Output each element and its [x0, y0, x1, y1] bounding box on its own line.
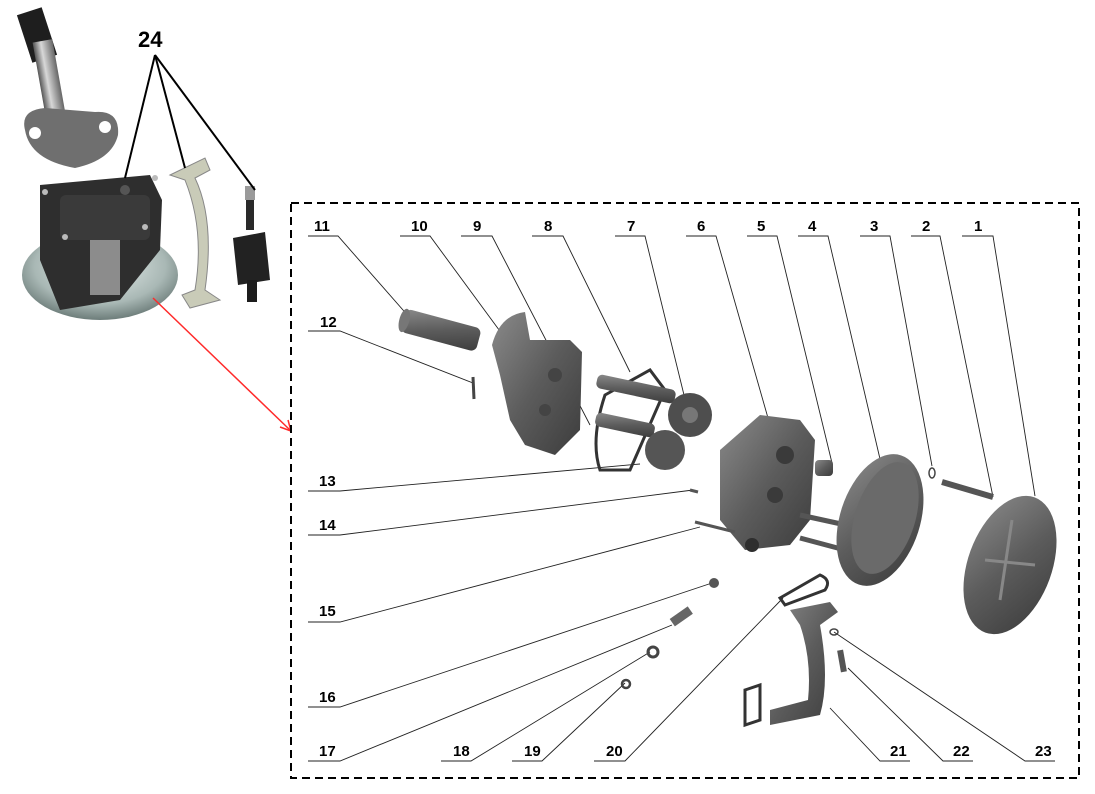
part-label-16: 16	[319, 689, 336, 706]
callout-24: 24	[138, 27, 163, 52]
part-label-8: 8	[544, 218, 553, 235]
red-pointer-arrow-icon	[152, 297, 293, 433]
part-label-2: 2	[922, 218, 931, 235]
part-label-22: 22	[953, 743, 970, 760]
part-label-11: 11	[314, 218, 330, 235]
part-label-5: 5	[757, 218, 766, 235]
diagram-frame	[290, 202, 1080, 779]
part-label-20: 20	[606, 743, 623, 760]
part-label-17: 17	[319, 743, 336, 760]
part-label-19: 19	[524, 743, 541, 760]
part-label-15: 15	[319, 603, 336, 620]
product-photo	[16, 7, 270, 320]
leader-lines	[308, 235, 1055, 762]
part-label-10: 10	[411, 218, 428, 235]
part-label-3: 3	[870, 218, 879, 235]
part-label-14: 14	[319, 517, 336, 534]
part-label-9: 9	[473, 218, 482, 235]
part-label-23: 23	[1035, 743, 1052, 760]
part-label-21: 21	[890, 743, 907, 760]
part-label-12: 12	[320, 314, 337, 331]
part-label-13: 13	[319, 473, 336, 490]
part-label-1: 1	[974, 218, 983, 235]
part-label-18: 18	[453, 743, 470, 760]
part-label-6: 6	[697, 218, 706, 235]
part-label-4: 4	[808, 218, 817, 235]
part-label-7: 7	[627, 218, 636, 235]
parts	[398, 308, 1057, 728]
